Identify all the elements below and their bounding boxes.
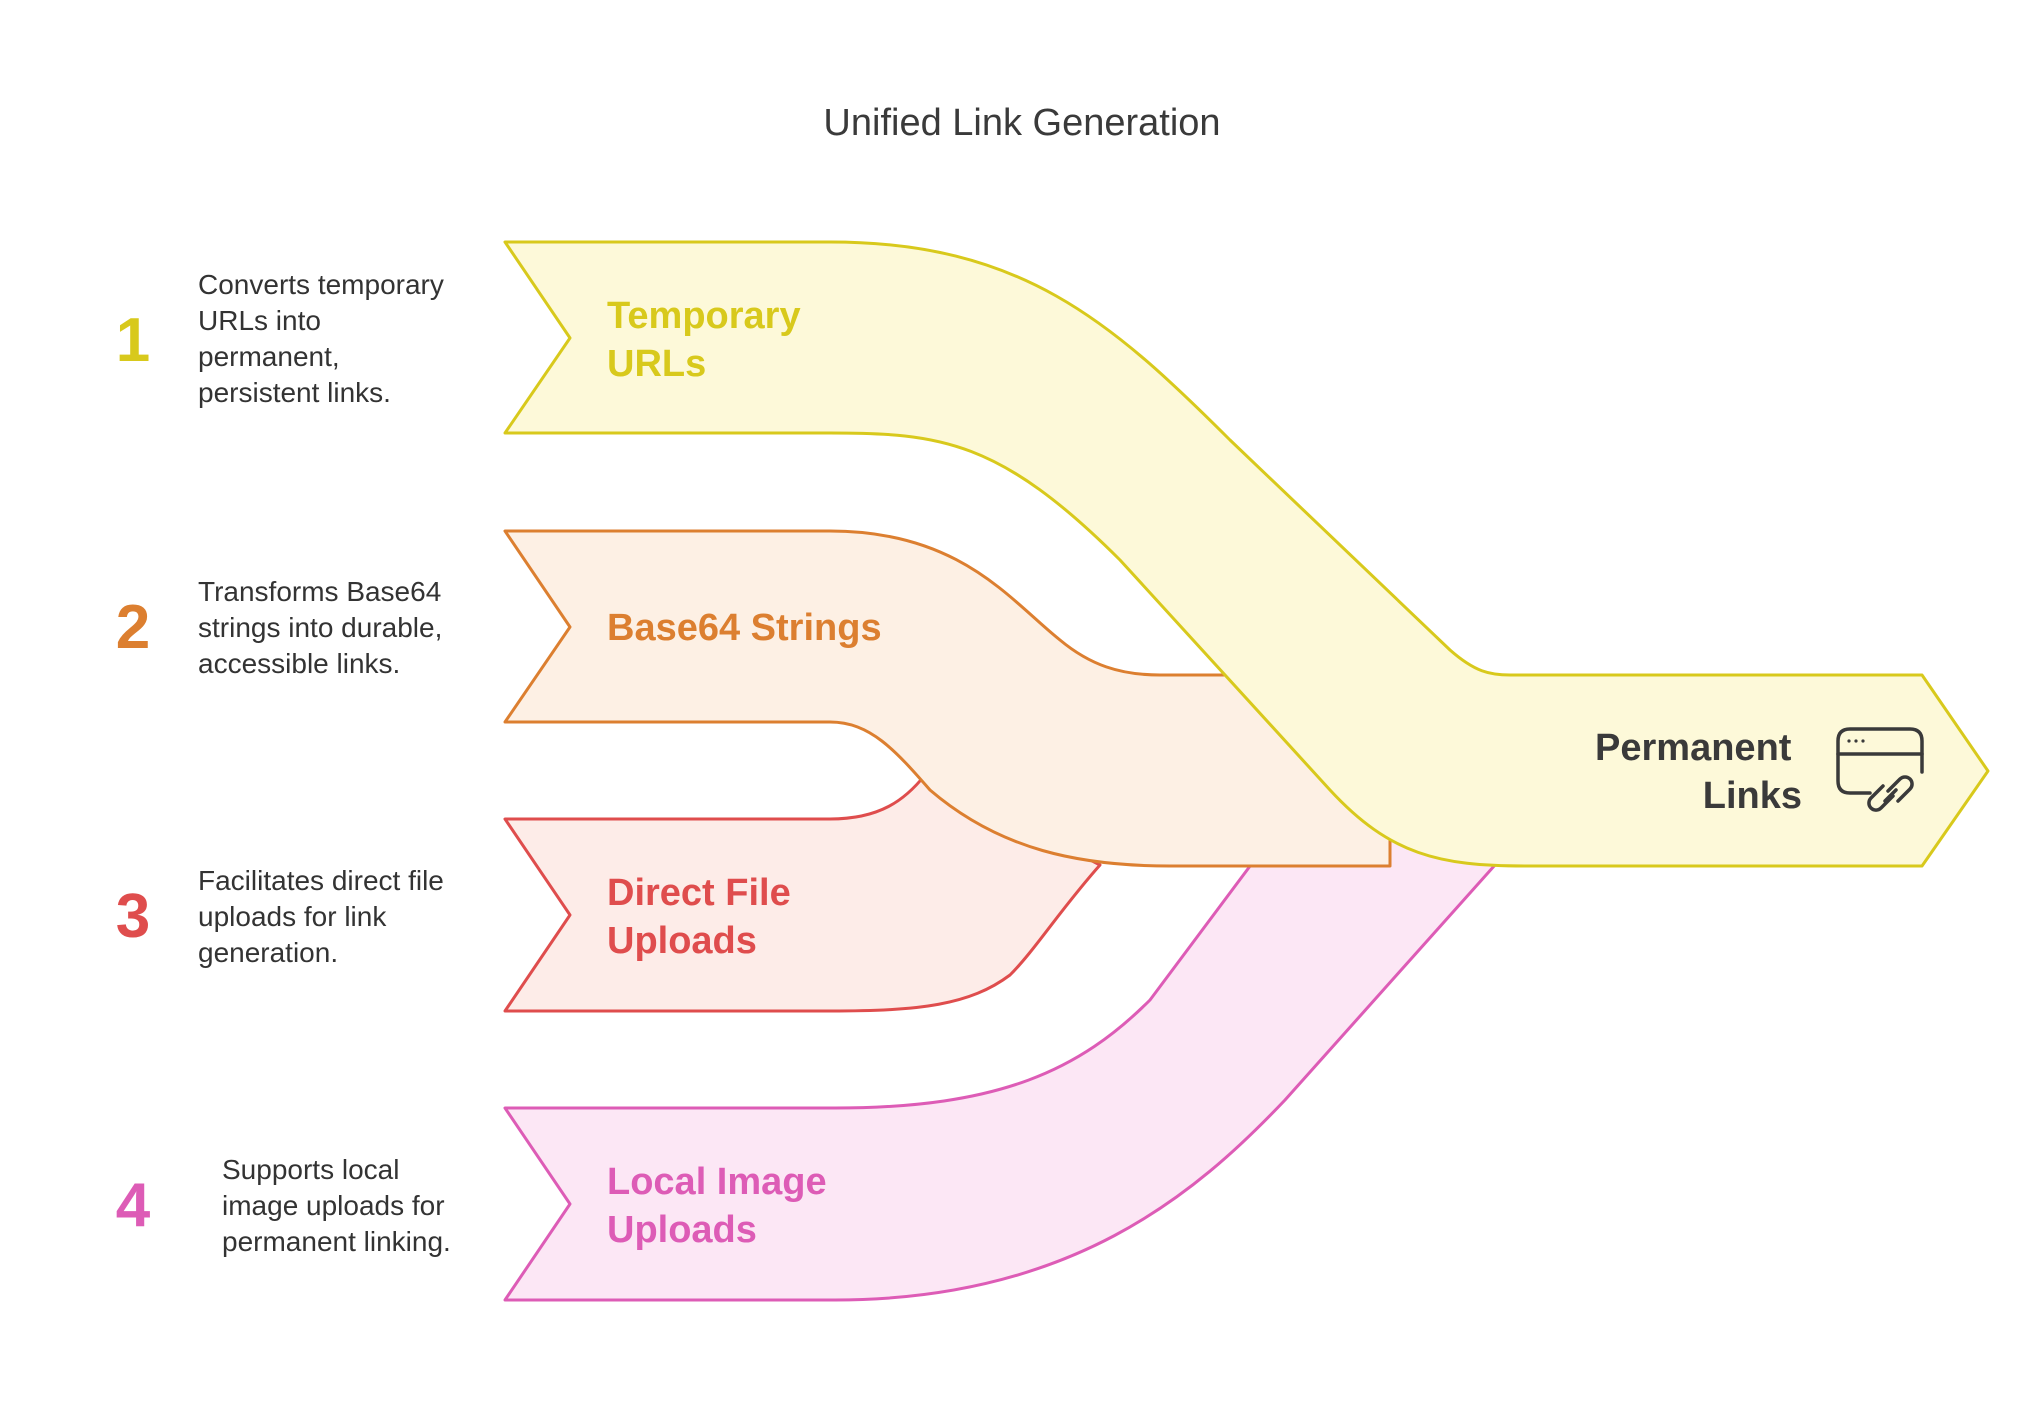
band-temporary-urls (503, 240, 1990, 868)
step-number-3: 3 (116, 882, 150, 951)
output-label-permanent-links: Permanent Links (1595, 727, 1802, 817)
step-number-1: 1 (116, 306, 150, 375)
step-description-4: Supports local image uploads for permane… (222, 1154, 452, 1257)
band-direct-file-uploads (503, 773, 1102, 1013)
band-label-base64-strings: Base64 Strings (607, 607, 882, 649)
band-base64-strings (503, 529, 1392, 868)
step-description-3: Facilitates direct file uploads for link… (198, 865, 452, 968)
browser-link-icon (1836, 727, 1924, 812)
step-number-4: 4 (116, 1171, 151, 1240)
band-local-image-uploads (503, 773, 1497, 1302)
step-description-1: Converts temporary URLs into permanent, … (198, 269, 452, 408)
step-number-2: 2 (116, 593, 150, 662)
band-label-local-image-uploads: Local Image Uploads (607, 1161, 837, 1251)
diagram-title: Unified Link Generation (823, 102, 1220, 144)
band-label-temporary-urls: Temporary URLs (607, 295, 811, 385)
step-description-2: Transforms Base64 strings into durable, … (198, 576, 450, 679)
band-label-direct-file-uploads: Direct File Uploads (607, 872, 801, 962)
